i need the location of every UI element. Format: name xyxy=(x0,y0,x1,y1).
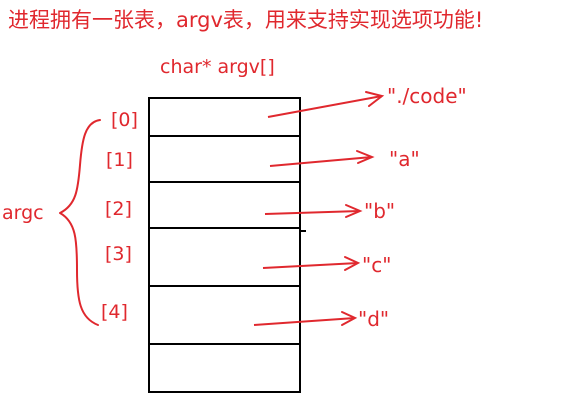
heading-text: 进程拥有一张表，argv表，用来支持实现选项功能! xyxy=(8,8,483,32)
index-label-0: [0] xyxy=(111,109,138,131)
index-label-1: [1] xyxy=(106,149,133,171)
arrow-4 xyxy=(253,311,358,326)
arrow-2 xyxy=(264,204,363,218)
string-label-2: "b" xyxy=(364,199,395,223)
argc-brace xyxy=(59,119,101,326)
string-label-4: "d" xyxy=(358,307,389,331)
arrow-1 xyxy=(269,150,375,167)
string-label-0: "./code" xyxy=(387,84,467,108)
arrow-3 xyxy=(262,256,361,271)
index-label-3: [3] xyxy=(105,243,132,265)
string-labels: "./code" "a" "b" "c" "d" xyxy=(358,84,467,331)
string-label-1: "a" xyxy=(389,147,420,171)
index-label-4: [4] xyxy=(101,301,128,323)
index-label-2: [2] xyxy=(105,198,132,220)
table-cell-4 xyxy=(148,285,301,345)
table-cell-2 xyxy=(148,181,301,229)
arrow-0 xyxy=(267,91,385,118)
argv-table xyxy=(148,97,306,393)
pointer-arrows xyxy=(253,91,385,326)
argc-label: argc xyxy=(2,202,44,224)
array-label: char* argv[] xyxy=(160,56,275,78)
table-cell-null xyxy=(148,343,301,393)
table-cell-3 xyxy=(148,227,301,287)
index-labels: [0] [1] [2] [3] [4] xyxy=(101,109,138,323)
table-cell-0 xyxy=(148,97,301,137)
string-label-3: "c" xyxy=(362,253,391,277)
table-cell-1 xyxy=(148,135,301,183)
